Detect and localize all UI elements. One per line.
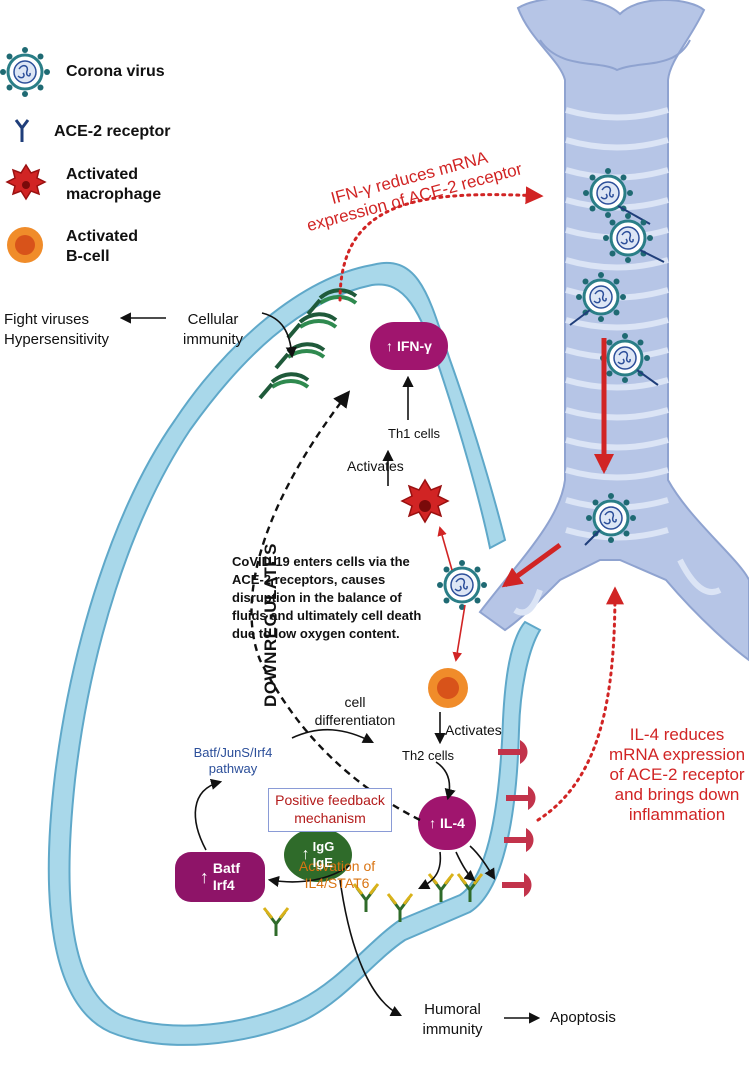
legend-bcell-line1: Activated [66, 228, 139, 245]
cellular-immunity-line2: immunity [182, 331, 243, 348]
red-dotted-arrows [338, 186, 624, 822]
black-arrows [119, 312, 541, 1024]
humoral-line1: Humoral [424, 1001, 481, 1018]
covid-line3: disruption in the balance of [232, 590, 402, 605]
legend-ace2-receptor: ACE-2 receptor [54, 123, 171, 140]
igg-line1: IgG [312, 839, 335, 854]
cellular-immunity-line1: Cellular [187, 311, 239, 328]
covid-description: CoVID-19 enters cells via the ACE-2 rece… [232, 553, 421, 643]
cell-differentiation-label: cell differentiaton [300, 693, 410, 729]
batf-pathway-label: Batf/JunS/Irf4 pathway [178, 745, 288, 777]
fight-viruses-line2: Hypersensitivity [4, 331, 110, 348]
covid-line5: due to low oxygen content. [232, 626, 400, 641]
virus-trachea-4 [598, 331, 659, 386]
ifn-gamma-label: IFN-γ [396, 338, 432, 354]
trachea [478, 0, 749, 662]
cell-diff-line1: cell [344, 694, 366, 710]
batf-pathway-line2: pathway [208, 761, 258, 776]
batf-irf4-badge: ↑ Batf Irf4 [175, 852, 265, 902]
igg-pill-shape [284, 828, 352, 882]
legend-activated-bcell: Activated B-cell [66, 227, 138, 267]
batf-line2: Irf4 [212, 877, 235, 893]
virus-trachea-3 [569, 270, 628, 326]
humoral-line2: immunity [422, 1021, 483, 1038]
bcell-in-lung [428, 668, 468, 708]
legend-bcell-line2: B-cell [66, 248, 110, 265]
red-arrow-to-lung [501, 542, 562, 588]
il4-up-arrow: ↑ [429, 815, 437, 831]
legend-macrophage-icon [5, 163, 47, 201]
legend-receptor-icon [14, 119, 30, 142]
legend-macrophage-line1: Activated [66, 166, 139, 183]
legend-macrophage-line2: macrophage [66, 186, 162, 203]
ifn-up-arrow: ↑ [386, 338, 394, 354]
activation-line2: IL4/STAT6 [304, 875, 370, 891]
positive-feedback-line2: mechanism [294, 810, 366, 826]
igg-line2: IgE [312, 855, 333, 870]
activates-label-1: Activates [347, 458, 404, 474]
red-thin-arrows [437, 526, 466, 662]
virus-trachea-5 [584, 491, 638, 546]
fight-viruses-label: Fight viruses Hypersensitivity [4, 310, 109, 350]
covid-line4: fluids and ultimately cell death [232, 608, 422, 623]
covid-line2: ACE-2 receptors, causes [232, 572, 386, 587]
igg-up-arrow: ↑ [301, 846, 310, 863]
cellular-immunity-label: Cellular immunity [168, 310, 258, 350]
batf-line1: Batf [212, 860, 241, 876]
fight-viruses-line1: Fight viruses [4, 311, 90, 328]
il4-note-line4: and brings down [614, 785, 740, 804]
il4-badge: ↑ IL-4 [418, 796, 476, 850]
th1-cells-label: Th1 cells [388, 426, 441, 441]
activates-label-2: Activates [445, 722, 502, 738]
humoral-immunity-label: Humoral immunity [405, 1000, 500, 1040]
il4-note-line1: IL-4 reduces [629, 725, 725, 744]
virus-in-lung [435, 558, 489, 612]
apoptosis-label: Apoptosis [550, 1009, 616, 1026]
legend-activated-macrophage: Activated macrophage [66, 165, 161, 205]
batf-up-arrow: ↑ [199, 866, 209, 887]
igg-ige-badge: ↑ IgG IgE [284, 828, 352, 882]
activation-il4-stat6-label: Activation of IL4/STAT6 [282, 858, 392, 892]
legend-bcell-icon [7, 227, 43, 263]
th2-cells-label: Th2 cells [402, 748, 455, 763]
batf-pathway-line1: Batf/JunS/Irf4 [193, 745, 273, 760]
il4-label: IL-4 [440, 815, 465, 831]
il4-note-line2: mRNA expression [608, 745, 746, 764]
batf-pill-shape [175, 852, 265, 902]
macrophage-in-lung [400, 478, 450, 524]
covid-line1: CoVID-19 enters cells via the [232, 554, 410, 569]
cell-diff-line2: differentiaton [314, 712, 396, 728]
il4-pill-shape [418, 796, 476, 850]
positive-feedback-box: Positive feedback mechanism [268, 788, 392, 832]
activation-line1: Activation of [298, 858, 376, 874]
il4-note-line5: inflammation [628, 805, 726, 824]
legend-virus-icon [0, 45, 52, 99]
legend-corona-virus: Corona virus [66, 63, 165, 80]
il4-note-line3: of ACE-2 receptor [609, 765, 745, 784]
ifn-gamma-badge: ↑ IFN-γ [370, 322, 448, 370]
positive-feedback-line1: Positive feedback [275, 792, 385, 808]
il4-note: IL-4 reduces mRNA expression of ACE-2 re… [592, 725, 749, 825]
ifn-gamma-pill-shape [370, 322, 448, 370]
virus-trachea-2 [601, 211, 665, 265]
